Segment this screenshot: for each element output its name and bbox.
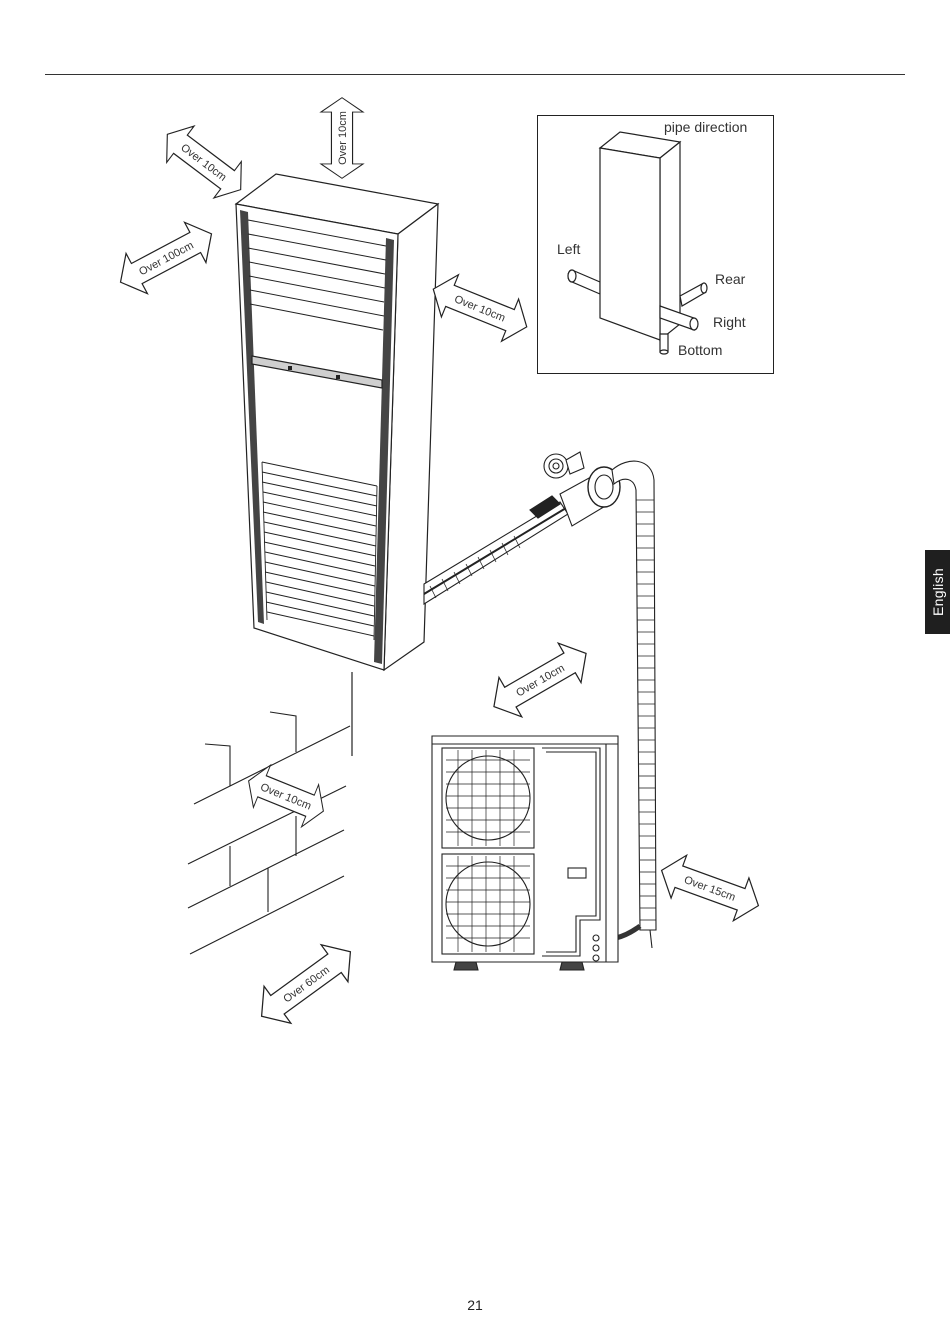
arrow-outdoor-right: Over 15cm bbox=[654, 849, 766, 927]
wall bbox=[188, 712, 350, 954]
inset-label-left: Left bbox=[557, 241, 580, 257]
arrow-back-upper: Over 10cm bbox=[154, 116, 255, 208]
arrow-top: Over 10cm bbox=[321, 98, 363, 179]
label-top: Over 10cm bbox=[337, 111, 349, 165]
inset-label-bottom: Bottom bbox=[678, 342, 722, 358]
inset-title: pipe direction bbox=[664, 119, 747, 135]
arrow-wall: Over 10cm bbox=[240, 760, 332, 832]
indoor-unit bbox=[236, 174, 438, 756]
arrow-outdoor-front: Over 60cm bbox=[248, 933, 364, 1034]
inset-label-right: Right bbox=[713, 314, 746, 330]
language-tab: English bbox=[925, 550, 950, 634]
arrow-right-side: Over 10cm bbox=[425, 268, 536, 348]
outdoor-unit bbox=[432, 736, 618, 970]
inset-label-rear: Rear bbox=[715, 271, 746, 287]
page-number: 21 bbox=[0, 1297, 950, 1313]
arrow-outdoor-top: Over 10cm bbox=[483, 634, 598, 727]
pipe-direction-inset: pipe direction Left Rear Right Bottom bbox=[538, 116, 774, 374]
arrow-left-side: Over 100cm bbox=[110, 214, 222, 303]
language-tab-label: English bbox=[930, 568, 946, 616]
